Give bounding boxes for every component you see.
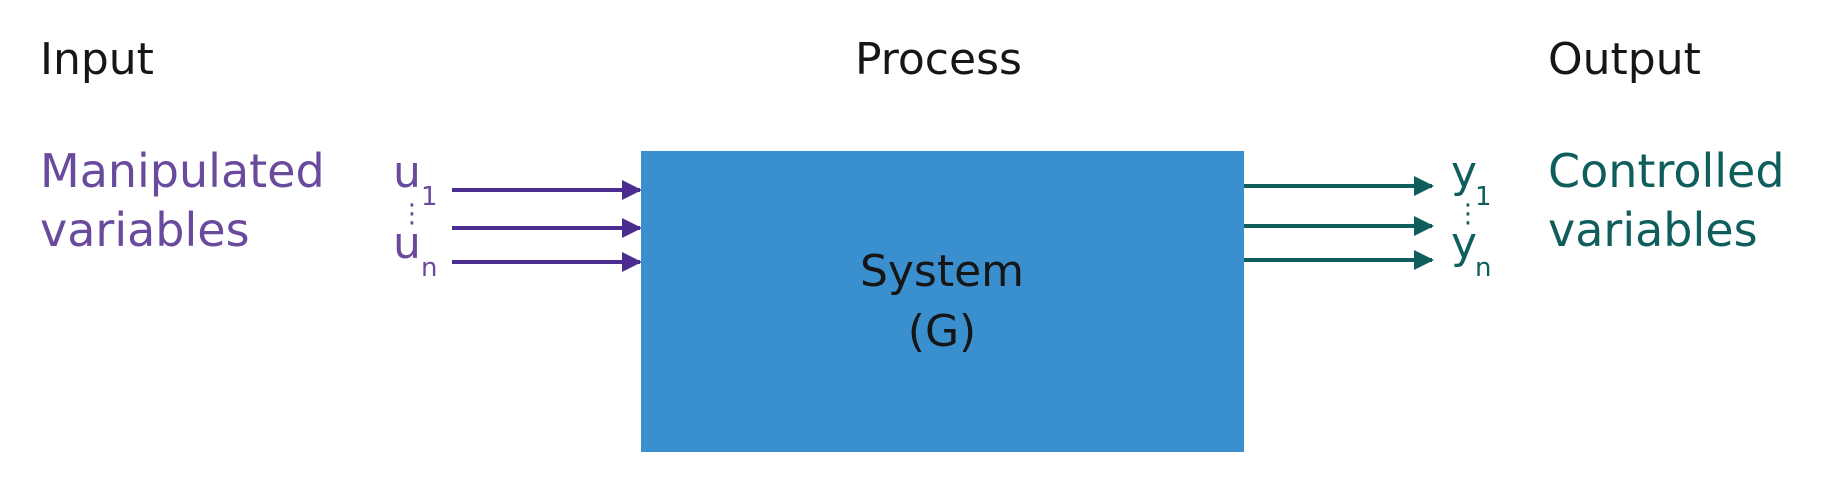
output-var-first-sub: 1 — [1475, 182, 1492, 212]
input-var-first-sub: 1 — [421, 182, 438, 212]
input-category-line2: variables — [40, 203, 250, 257]
input-category-line1: Manipulated — [40, 144, 325, 198]
output-ellipsis: ⋮ — [1455, 199, 1481, 229]
system-box — [641, 151, 1244, 452]
system-symbol: (G) — [908, 306, 976, 357]
input-ellipsis: ⋮ — [399, 199, 425, 229]
input-var-last: u — [393, 218, 421, 269]
output-var-last-sub: n — [1475, 253, 1491, 283]
header-input: Input — [40, 34, 154, 85]
system-name: System — [860, 246, 1024, 297]
output-category-line2: variables — [1548, 203, 1758, 257]
input-var-last-sub: n — [421, 253, 437, 283]
header-process: Process — [855, 34, 1022, 85]
output-var-first: y — [1451, 147, 1477, 198]
input-var-first: u — [393, 147, 421, 198]
output-var-last: y — [1451, 218, 1477, 269]
output-category-line1: Controlled — [1548, 144, 1785, 198]
header-output: Output — [1548, 34, 1701, 85]
